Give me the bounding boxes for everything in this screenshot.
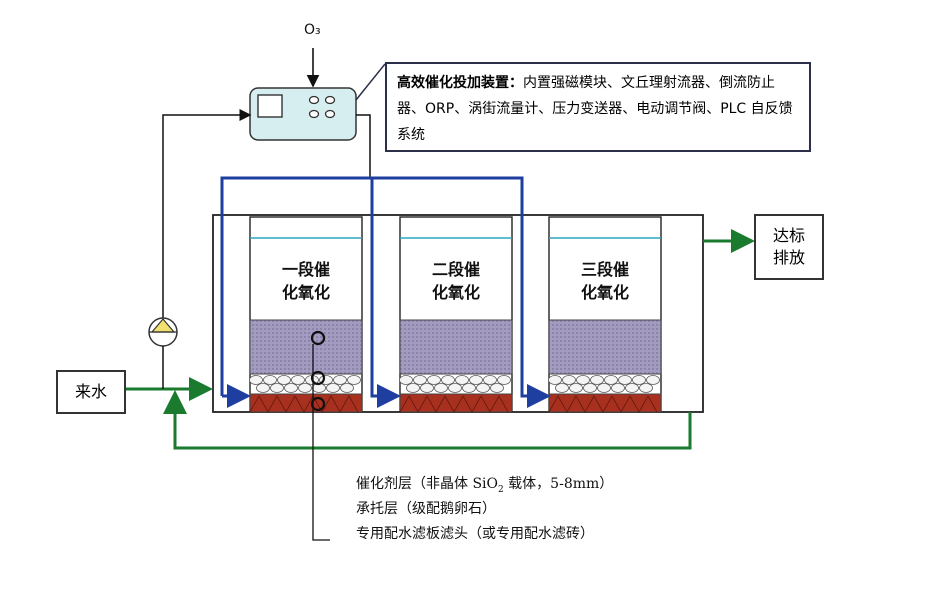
stage-2-label: 二段催 化氧化: [401, 258, 511, 304]
stage-2-line1: 二段催: [431, 260, 480, 279]
legend-leader-line: [312, 344, 330, 541]
circulation-pump-icon: [148, 317, 178, 347]
device-outlet-line: [356, 114, 371, 178]
stage-1-line2: 化氧化: [281, 283, 330, 302]
legend-markers: [310, 330, 326, 412]
callout-pointer: [355, 63, 386, 101]
stage-1-label: 一段催 化氧化: [251, 258, 361, 304]
filter-plate-heads: [249, 395, 658, 413]
catalytic-dosing-device: [249, 87, 357, 141]
outlet-label-line2: 排放: [772, 248, 805, 267]
stage-3-line1: 三段催: [580, 260, 629, 279]
dosing-device-callout: 高效催化投加装置：内置强磁模块、文丘理射流器、倒流防止器、ORP、涡街流量计、压…: [385, 62, 811, 152]
stage-1-line1: 一段催: [281, 260, 330, 279]
support-pebble-layer: [249, 375, 660, 393]
stage-3-label: 三段催 化氧化: [550, 258, 660, 304]
recycle-to-device-line: [162, 109, 252, 318]
inlet-label: 来水: [74, 382, 107, 401]
legend-catalyst-sub: 2: [498, 484, 504, 495]
device-knobs-icon: [308, 95, 336, 119]
callout-title: 高效催化投加装置：: [397, 75, 523, 91]
green-recycle-line: [163, 390, 692, 450]
callout-text: 内置强磁模块、文丘理射流器、倒流防止器、ORP、涡街流量计、压力变送器、电动调节…: [397, 75, 793, 143]
legend-catalyst-suffix: 载体，5-8mm）: [503, 476, 614, 492]
stage-3-line2: 化氧化: [580, 283, 629, 302]
inlet-box: 来水: [56, 370, 126, 414]
stage-2-line2: 化氧化: [431, 283, 480, 302]
legend-catalyst-layer: 催化剂层（非晶体 SiO2 载体，5-8mm）: [356, 473, 613, 495]
legend-filter-plate: 专用配水滤板滤头（或专用配水滤砖）: [356, 526, 594, 542]
legend-catalyst-prefix: 催化剂层（非晶体 SiO: [356, 476, 498, 492]
legend-support-layer: 承托层（级配鹅卵石）: [356, 501, 496, 517]
ozone-label: O₃: [304, 22, 321, 38]
device-display-icon: [257, 94, 283, 118]
outlet-box: 达标 排放: [754, 214, 824, 280]
outlet-label-line1: 达标: [772, 226, 805, 245]
blue-distribution-pipes: [220, 176, 551, 408]
